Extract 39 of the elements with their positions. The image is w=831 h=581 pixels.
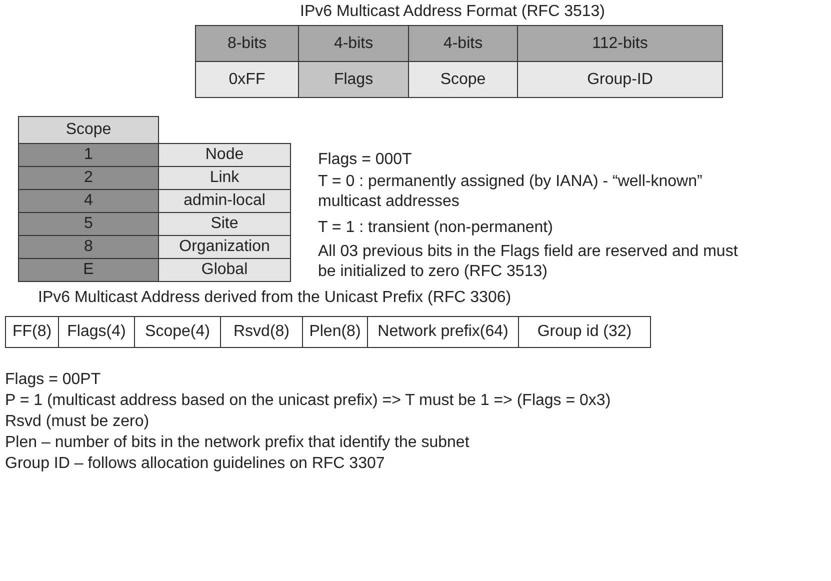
field-cell: Plen(8) — [302, 316, 368, 348]
field-name-cell: 0xFF — [195, 61, 299, 98]
field-name-cell: Scope — [408, 61, 518, 98]
scope-value-cell: E — [18, 258, 159, 282]
scope-value-cell: 8 — [18, 235, 159, 259]
scope-header-cell: Scope — [18, 116, 159, 144]
note-text: Flags = 000T — [318, 150, 412, 170]
bit-width-cell: 112-bits — [517, 25, 723, 62]
note-text: P = 1 (multicast address based on the unicast prefix) => T must be 1 => (Flags = 0x3) — [5, 391, 611, 411]
field-cell: Flags(4) — [58, 316, 135, 348]
scope-value-cell: 4 — [18, 189, 159, 213]
table-heading: IPv6 Multicast Address derived from the Unicast Prefix (RFC 3306) — [38, 288, 512, 308]
note-text: T = 1 : transient (non-permanent) — [318, 218, 553, 238]
scope-name-cell: Global — [158, 258, 291, 282]
note-text: Flags = 00PT — [5, 370, 101, 390]
field-cell: Scope(4) — [134, 316, 221, 348]
note-text: All 03 previous bits in the Flags field are reserved and must be initialized to zero (RFC 3513) — [318, 242, 739, 282]
field-cell: Network prefix(64) — [367, 316, 519, 348]
bit-width-cell: 4-bits — [408, 25, 518, 62]
note-text: Rsvd (must be zero) — [5, 412, 150, 432]
scope-name-cell: Node — [158, 143, 291, 167]
field-cell: Rsvd(8) — [220, 316, 303, 348]
scope-value-cell: 5 — [18, 212, 159, 236]
scope-name-cell: admin-local — [158, 189, 291, 213]
scope-value-cell: 1 — [18, 143, 159, 167]
scope-name-cell: Organization — [158, 235, 291, 259]
scope-name-cell: Site — [158, 212, 291, 236]
field-cell: Group id (32) — [518, 316, 651, 348]
note-text: Group ID – follows allocation guidelines on RFC 3307 — [5, 454, 385, 474]
field-name-cell: Flags — [298, 61, 409, 98]
field-name-cell: Group-ID — [517, 61, 723, 98]
field-cell: FF(8) — [5, 316, 59, 348]
bit-width-cell: 4-bits — [298, 25, 409, 62]
table-heading: IPv6 Multicast Address Format (RFC 3513) — [300, 2, 605, 22]
bit-width-cell: 8-bits — [195, 25, 299, 62]
note-text: T = 0 : permanently assigned (by IANA) - “well-known” multicast addresses — [318, 172, 704, 212]
scope-value-cell: 2 — [18, 166, 159, 190]
scope-name-cell: Link — [158, 166, 291, 190]
note-text: Plen – number of bits in the network prefix that identify the subnet — [5, 433, 470, 453]
